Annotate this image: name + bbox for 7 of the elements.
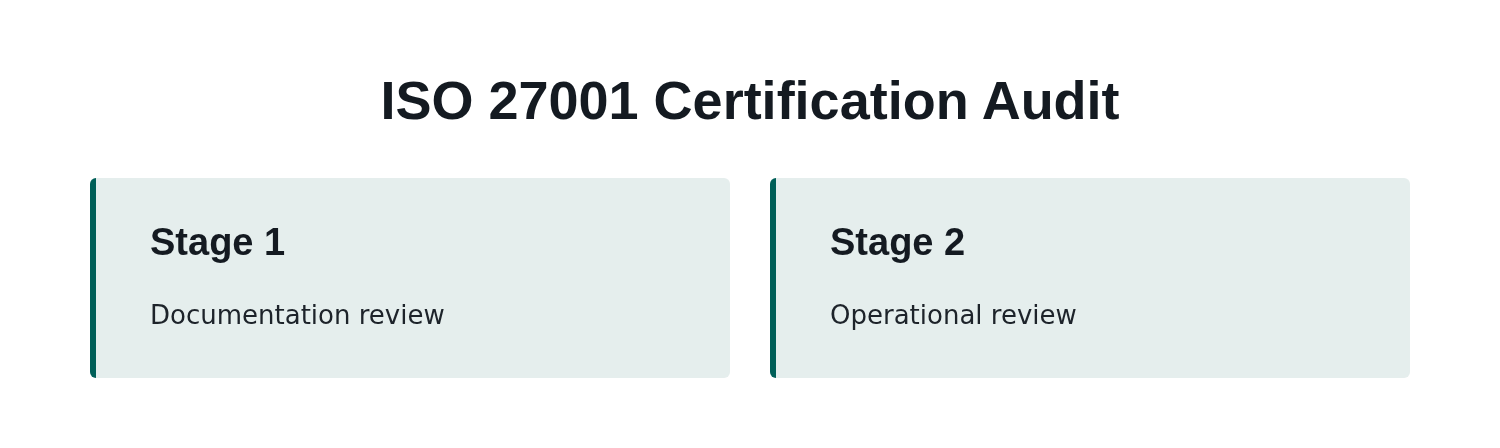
stage-card — [770, 178, 1410, 378]
stage-description: Operational review — [830, 299, 1077, 332]
diagram-title: ISO 27001 Certification Audit — [379, 69, 1121, 132]
stage-heading: Stage 1 — [150, 220, 286, 264]
stage-heading: Stage 2 — [830, 220, 966, 264]
stage-description: Documentation review — [150, 299, 445, 332]
stage-card — [90, 178, 730, 378]
